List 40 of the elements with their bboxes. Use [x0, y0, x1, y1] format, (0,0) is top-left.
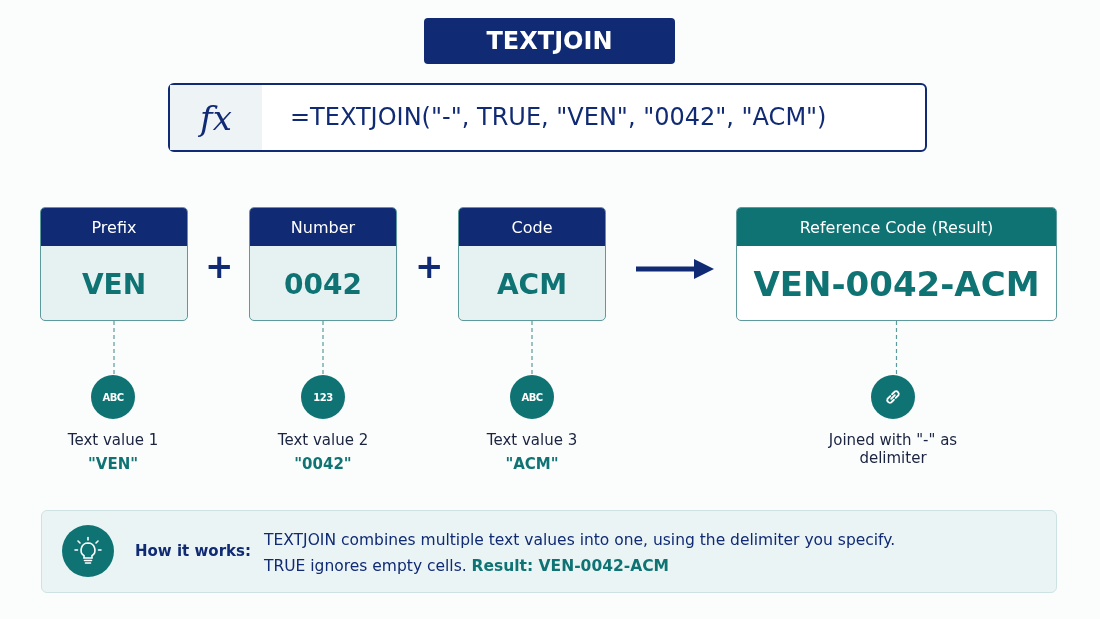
- result-card: [736, 207, 1057, 321]
- value-type-icon: [510, 375, 554, 419]
- value-type-icon: [91, 375, 135, 419]
- card-value: 0042: [283, 266, 363, 303]
- caption-text: Text value 1: [66, 431, 160, 449]
- note-text: TEXTJOIN combines multiple text values into one, using the delimiter you specify. TRUE ignores empty cells. Result: VEN-0042-ACM: [264, 530, 897, 577]
- card-header: Number: [250, 208, 396, 246]
- formula-text: =TEXTJOIN("-", TRUE, "VEN", "0042", "ACM"): [290, 103, 827, 131]
- card-value: ACM: [495, 266, 569, 303]
- value-text: "VEN": [86, 455, 139, 473]
- value-text: "ACM": [504, 455, 560, 473]
- icon-letters: 123: [313, 391, 333, 403]
- card-header: Reference Code (Result): [737, 208, 1056, 246]
- card-header: Prefix: [41, 208, 187, 246]
- card-value: VEN: [80, 266, 148, 303]
- plus-sign: +: [415, 246, 444, 286]
- formula-bar: [168, 83, 927, 152]
- dashed-connector: [322, 320, 324, 376]
- arrow: [636, 259, 714, 279]
- dashed-connector: [895, 320, 898, 376]
- title-banner: TEXTJOIN: [424, 18, 675, 64]
- icon-letters: ABC: [102, 391, 124, 403]
- link-icon: [871, 375, 915, 419]
- note-heading: How it works:: [135, 542, 251, 560]
- value-type-icon: [301, 375, 345, 419]
- icon-letters: ABC: [521, 391, 543, 403]
- plus-sign: +: [205, 246, 234, 286]
- info-panel: [41, 510, 1057, 593]
- value-card: [40, 207, 188, 321]
- value-text: "0042": [293, 455, 353, 473]
- value-card: [458, 207, 606, 321]
- function-symbol: fx: [170, 85, 262, 150]
- card-header: Code: [459, 208, 605, 246]
- card-value: VEN-0042-ACM: [752, 263, 1041, 306]
- caption-text: Joined with "-" as delimiter: [827, 431, 959, 467]
- value-card: [249, 207, 397, 321]
- dashed-connector: [531, 320, 533, 376]
- caption-text: Text value 3: [485, 431, 579, 449]
- dashed-connector: [113, 320, 115, 376]
- caption-text: Text value 2: [276, 431, 370, 449]
